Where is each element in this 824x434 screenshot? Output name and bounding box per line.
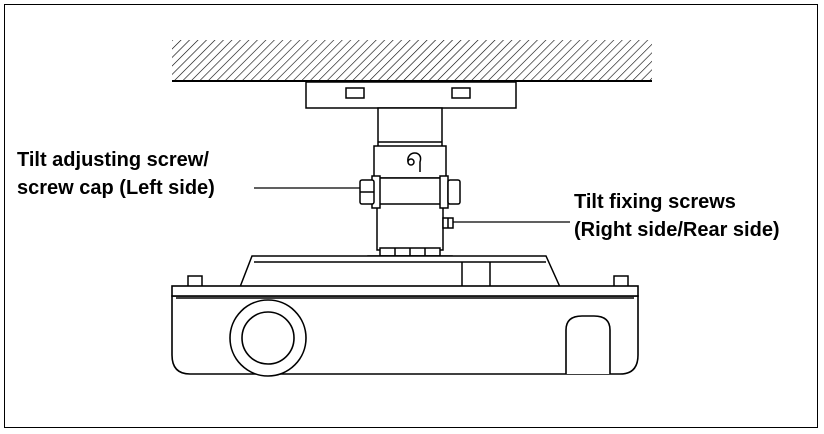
callout-tilt-fixing-line2: (Right side/Rear side) [574, 219, 780, 241]
right-knob [447, 179, 461, 205]
upper-pipe [373, 107, 447, 179]
callout-tilt-fixing-screws: Tilt fixing screws (Right side/Rear side… [574, 188, 780, 244]
tilt-fixing-screw [442, 217, 454, 229]
projector-vent [565, 315, 611, 374]
callout-tilt-adjusting-line2: screw cap (Left side) [17, 177, 215, 199]
callout-tilt-adjusting-line1: Tilt adjusting screw/ [17, 149, 209, 171]
mount-bracket [187, 255, 629, 289]
tilt-adjusting-screw-cap [359, 179, 375, 205]
ceiling-plate [305, 81, 517, 109]
ceiling [172, 40, 652, 82]
tilt-joint [371, 175, 449, 251]
projector-lens [229, 299, 307, 377]
callout-tilt-adjusting-screw: Tilt adjusting screw/ screw cap (Left si… [17, 146, 215, 202]
callout-tilt-fixing-line1: Tilt fixing screws [574, 191, 736, 213]
